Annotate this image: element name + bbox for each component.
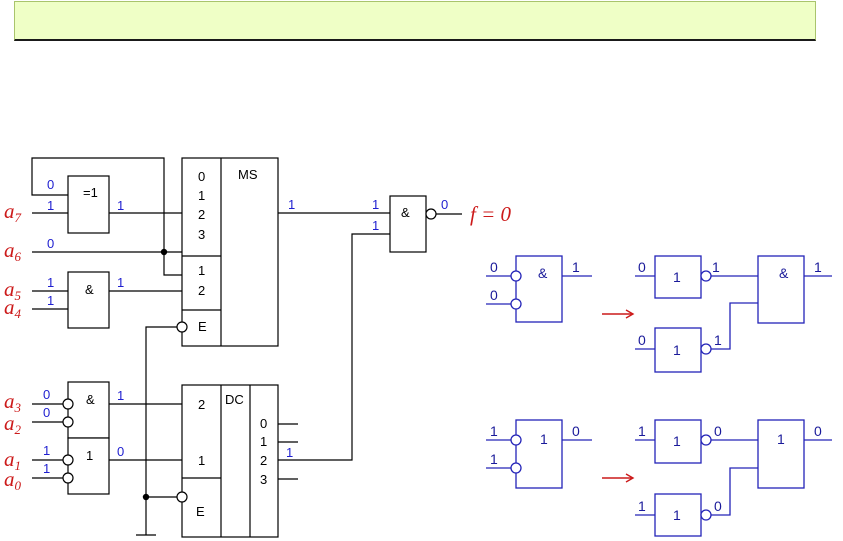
svg-text:0: 0 [490, 259, 498, 275]
dc-out-2: 2 [260, 453, 267, 468]
ms-in-0: 0 [198, 169, 205, 184]
equiv-bot-left-gate [515, 419, 563, 489]
ms-enable: E [198, 319, 207, 334]
input-a5: a5 [4, 277, 22, 303]
svg-text:1: 1 [638, 423, 646, 439]
dc-to-nand-wire [298, 233, 390, 461]
input-a1: a1 [4, 447, 21, 473]
val-ms-out: 1 [288, 197, 295, 212]
dc-enable-bubble [176, 491, 188, 503]
ms-in-2: 2 [198, 207, 205, 222]
svg-text:1: 1 [673, 342, 681, 358]
svg-text:&: & [779, 265, 789, 281]
ms-enable-bubble [176, 321, 188, 333]
svg-text:1: 1 [490, 423, 498, 439]
svg-text:1: 1 [673, 269, 681, 285]
dc-out-3: 3 [260, 472, 267, 487]
svg-text:1: 1 [638, 498, 646, 514]
svg-text:1: 1 [572, 259, 580, 275]
val-and1-out: 1 [117, 275, 124, 290]
val-and2-out: 1 [117, 388, 124, 403]
and2-label: & [86, 392, 95, 407]
dc-sel-1: 1 [198, 453, 205, 468]
svg-text:0: 0 [638, 332, 646, 348]
val-nand-in1: 1 [372, 197, 379, 212]
svg-text:0: 0 [814, 423, 822, 439]
svg-text:1: 1 [712, 259, 720, 275]
val-and1-a5: 1 [47, 275, 54, 290]
dc-out-0: 0 [260, 416, 267, 431]
nand-label: & [401, 205, 410, 220]
input-a0: a0 [4, 467, 22, 493]
svg-text:0: 0 [714, 423, 722, 439]
nand-bubble [425, 208, 437, 220]
val-dc-out2: 1 [286, 445, 293, 460]
val-xor-out: 1 [117, 198, 124, 213]
dc-label: DC [225, 392, 244, 407]
equiv-top-right-and [757, 255, 805, 324]
svg-text:0: 0 [572, 423, 580, 439]
and-gate-2 [67, 381, 110, 439]
dc-enable: E [196, 504, 205, 519]
val-or-a0: 1 [43, 461, 50, 476]
svg-text:1: 1 [714, 332, 722, 348]
ms-sel-2: 2 [198, 283, 205, 298]
and1-label: & [85, 282, 94, 297]
val-or-a1: 1 [43, 443, 50, 458]
and-gate-1 [67, 271, 110, 329]
svg-text:1: 1 [673, 507, 681, 523]
svg-text:1: 1 [673, 433, 681, 449]
input-a4: a4 [4, 295, 22, 321]
a6-select-wire [163, 252, 182, 276]
equiv-top-right-inv2 [654, 327, 702, 373]
val-nand-out: 0 [441, 197, 448, 212]
dc-sel-2: 2 [198, 397, 205, 412]
input-a2: a2 [4, 411, 22, 437]
svg-text:1: 1 [777, 431, 785, 447]
equiv-top-right-inv1 [654, 255, 702, 299]
input-a3: a3 [4, 389, 22, 415]
val-a6: 0 [47, 236, 54, 251]
equiv-bot-right-or [757, 419, 805, 489]
ms-in-3: 3 [198, 227, 205, 242]
dc-out-1: 1 [260, 434, 267, 449]
val-or-out: 0 [117, 444, 124, 459]
or-gate [67, 437, 110, 495]
svg-text:0: 0 [638, 259, 646, 275]
enable-bus [145, 326, 177, 535]
result-label: f = 0 [470, 202, 512, 226]
title-banner [14, 1, 816, 41]
svg-text:1: 1 [540, 431, 548, 447]
xor-label: =1 [83, 185, 98, 200]
feedback-wire [31, 157, 165, 252]
svg-text:1: 1 [814, 259, 822, 275]
xor-gate [67, 175, 110, 234]
or-label: 1 [86, 448, 93, 463]
equiv-top-left-gate [515, 255, 563, 323]
val-xor-in-a7: 1 [47, 198, 54, 213]
equiv-bot-right-inv1 [654, 419, 702, 464]
ms-label: MS [238, 167, 258, 182]
svg-text:0: 0 [490, 287, 498, 303]
svg-text:0: 0 [714, 498, 722, 514]
ms-in-1: 1 [198, 188, 205, 203]
multiplexer-block [181, 157, 279, 347]
nand-gate [389, 195, 427, 253]
input-a7: a7 [4, 199, 22, 225]
val-and1-a4: 1 [47, 293, 54, 308]
equiv-top-left-label: & [538, 265, 548, 281]
ms-sel-1: 1 [198, 263, 205, 278]
val-xor-in-top: 0 [47, 177, 54, 192]
val-nand-in2: 1 [372, 218, 379, 233]
decoder-block [181, 384, 279, 538]
val-and2-a2: 0 [43, 405, 50, 420]
svg-text:1: 1 [490, 451, 498, 467]
input-a6: a6 [4, 238, 22, 264]
val-and2-a3: 0 [43, 387, 50, 402]
